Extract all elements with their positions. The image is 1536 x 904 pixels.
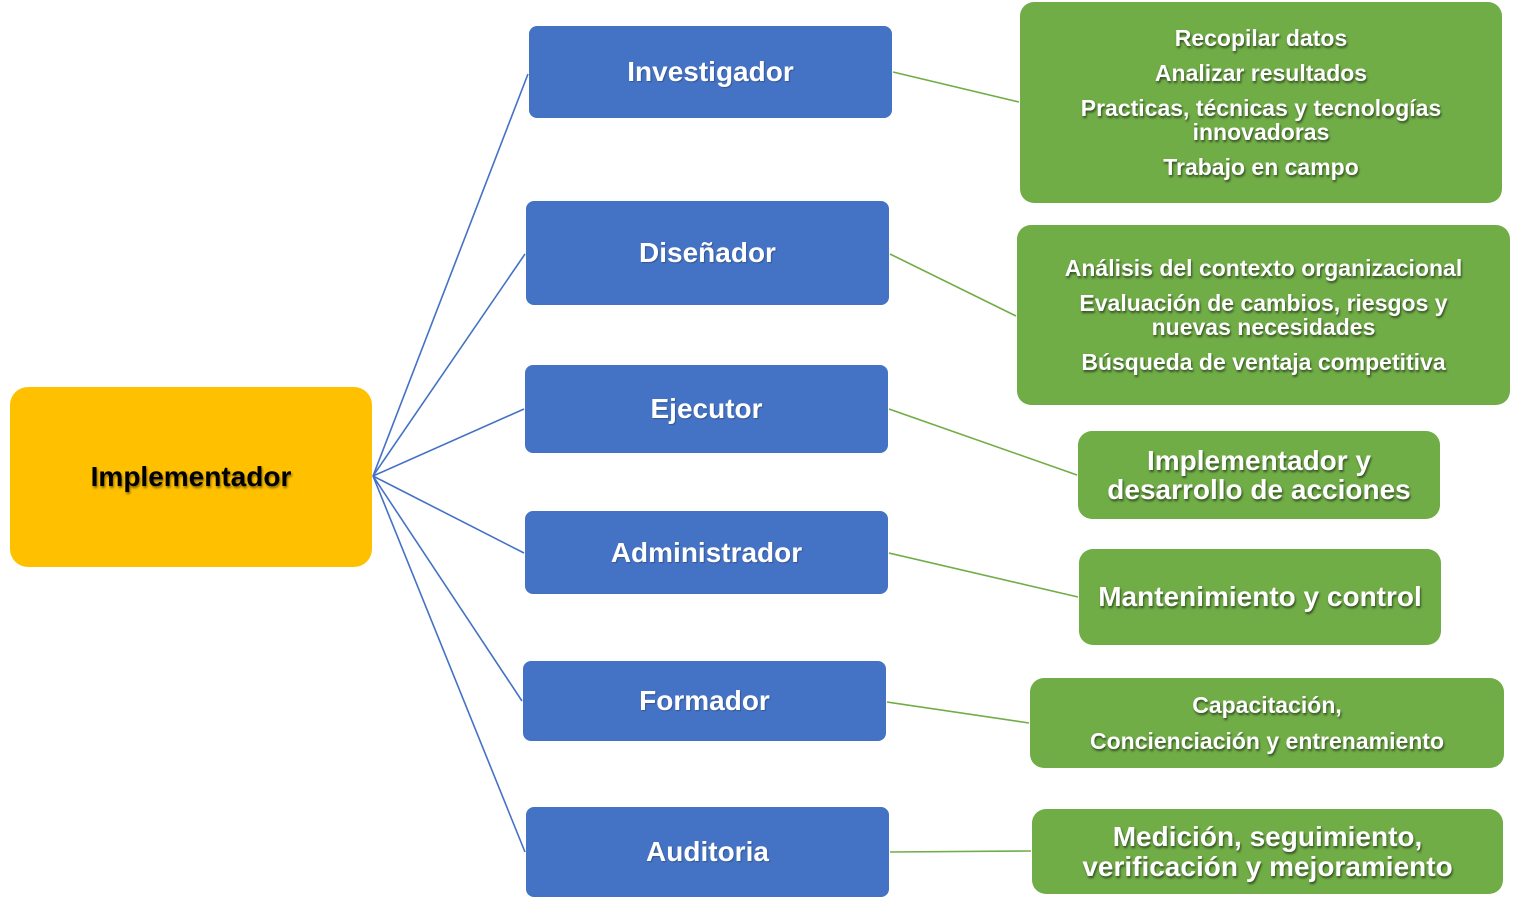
task-item: Análisis del contexto organizacional [1064, 254, 1463, 281]
role-node-auditoria: Auditoria [526, 807, 889, 897]
leaf-line-investigador [892, 71, 1020, 103]
branch-line-disenador [372, 253, 526, 477]
root-label: Implementador [90, 461, 292, 492]
leaf-line-formador [886, 701, 1030, 724]
task-item: Trabajo en campo [1163, 154, 1359, 181]
role-node-administrador: Administrador [525, 511, 888, 594]
task-node-ejecutor: Implementador y desarrollo de acciones [1078, 431, 1440, 519]
task-item: Implementador y desarrollo de acciones [1107, 444, 1411, 505]
task-item: Medición, seguimiento, verificación y me… [1082, 821, 1453, 882]
role-node-ejecutor: Ejecutor [525, 365, 888, 453]
role-label: Ejecutor [650, 393, 763, 424]
task-item: Recopilar datos [1174, 24, 1348, 51]
role-label: Formador [639, 685, 770, 716]
branch-line-investigador [372, 73, 529, 477]
task-item: Analizar resultados [1154, 59, 1368, 86]
root-node-implementador: Implementador [10, 387, 372, 567]
role-node-investigador: Investigador [529, 26, 892, 118]
role-label: Investigador [627, 56, 794, 87]
role-node-disenador: Diseñador [526, 201, 889, 305]
leaf-line-administrador [888, 552, 1079, 598]
task-item: Búsqueda de ventaja competitiva [1081, 349, 1446, 376]
role-label: Auditoria [646, 836, 769, 867]
task-node-disenador: Análisis del contexto organizacional Eva… [1017, 225, 1510, 405]
task-item: Practicas, técnicas y tecnologías innova… [1080, 94, 1442, 146]
task-item: Mantenimiento y control [1098, 581, 1422, 613]
task-item: Capacitación, [1192, 692, 1342, 719]
task-node-investigador: Recopilar datos Analizar resultados Prac… [1020, 2, 1502, 203]
role-label: Diseñador [639, 237, 776, 268]
task-node-auditoria: Medición, seguimiento, verificación y me… [1032, 809, 1503, 894]
task-node-formador: Capacitación, Concienciación y entrenami… [1030, 678, 1504, 768]
leaf-line-ejecutor [888, 408, 1078, 476]
branch-line-administrador [372, 475, 525, 554]
leaf-line-auditoria [889, 850, 1032, 853]
branch-line-formador [372, 475, 523, 702]
task-node-administrador: Mantenimiento y control [1079, 549, 1441, 645]
branch-line-auditoria [372, 475, 526, 853]
role-label: Administrador [610, 536, 803, 568]
leaf-line-disenador [889, 253, 1017, 317]
task-item: Concienciación y entrenamiento [1089, 727, 1445, 754]
branch-line-ejecutor [372, 408, 525, 477]
task-item: Evaluación de cambios, riesgos y nuevas … [1079, 289, 1448, 340]
role-node-formador: Formador [523, 661, 886, 741]
